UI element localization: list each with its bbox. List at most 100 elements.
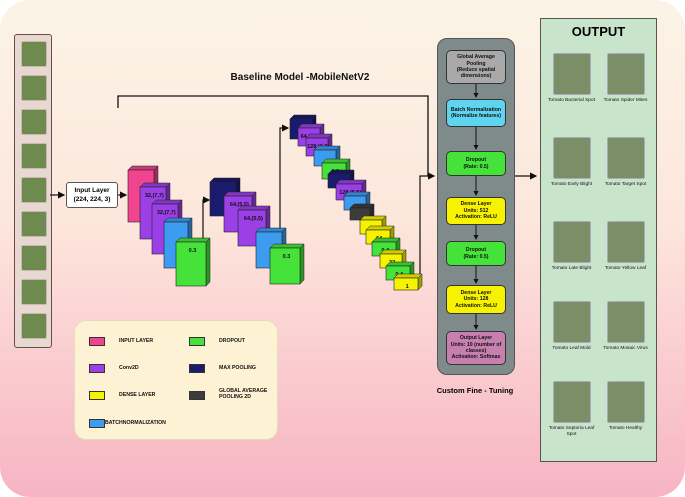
output-class: Tomato Spider Mites — [598, 53, 653, 104]
leaf-image — [21, 177, 47, 203]
legend-swatch-dropout — [189, 337, 205, 346]
output-class-label: Tomato Spider Mites — [603, 98, 648, 103]
output-class-label: Tomato Target Spot — [604, 182, 647, 187]
legend-swatch-maxpool — [189, 364, 205, 373]
layer-label: 64,(5,5) — [244, 216, 263, 222]
ft-line: Dense Layer — [460, 289, 492, 296]
layer-label: 32,(7,7) — [145, 193, 164, 199]
layer-label: 1 — [406, 284, 409, 290]
ft-line: (Rate: 0.5) — [463, 253, 489, 260]
dropout-slab: 0.3 — [269, 243, 305, 285]
legend-label: Conv2D — [119, 365, 139, 371]
ft-line: Dense Layer — [460, 201, 492, 208]
output-class: Tomato Target Spot — [598, 137, 653, 188]
output-class: Tomato Healthy — [598, 381, 653, 432]
leaf-image — [21, 41, 47, 67]
output-class-label: Tomato Early Blight — [550, 182, 593, 187]
leaf-image — [552, 301, 591, 343]
ft-line: (Normalize features) — [451, 113, 501, 119]
leaf-image — [21, 211, 47, 237]
legend: INPUT LAYER DROPOUT Conv2D MAX POOLING D… — [74, 320, 278, 440]
leaf-image — [21, 245, 47, 271]
legend-swatch-gap — [189, 391, 205, 400]
input-layer-shape: (224, 224, 3) — [73, 196, 111, 203]
dropout-box: Dropout (Rate: 0.5) — [446, 151, 506, 176]
ft-line: classes) — [465, 348, 487, 354]
ft-line: Units: 10 (number of — [450, 341, 502, 348]
legend-swatch-conv2d — [89, 364, 105, 373]
ft-line: Dropout — [465, 157, 487, 164]
ft-line: Output Layer — [459, 335, 493, 342]
leaf-image — [606, 221, 645, 263]
ft-line: Activation: ReLU — [455, 302, 497, 309]
output-class: Tomato Late Blight — [544, 221, 599, 272]
ft-line: (Rate: 0.5) — [463, 163, 489, 170]
output-class-label: Tomato Mosaic Virus — [603, 346, 648, 351]
output-class-label: Tomato Late Blight — [551, 266, 592, 271]
leaf-image — [21, 109, 47, 135]
legend-swatch-input — [89, 337, 105, 346]
legend-swatch-dense — [89, 391, 105, 400]
ft-line: Activation: ReLU — [455, 214, 497, 221]
input-layer-title: Input Layer — [74, 187, 110, 194]
global-average-pooling-box: Global Average Pooling (Reduce spatial d… — [446, 50, 506, 84]
output-class: Tomato Yellow Leaf — [598, 221, 653, 272]
output-class-label: Tomato Bacterial Spot — [548, 98, 595, 103]
legend-swatch-batchnorm — [89, 419, 105, 428]
output-class: Tomato Leaf Mold — [544, 301, 599, 352]
output-class-label: Tomato Septoria Leaf Spot — [548, 426, 595, 437]
ft-line: Global Average Pooling — [457, 54, 495, 67]
fine-tuning-arrows — [473, 83, 479, 330]
output-class: Tomato Bacterial Spot — [544, 53, 599, 104]
leaf-image — [606, 137, 645, 179]
output-class: Tomato Mosaic Virus — [598, 301, 653, 352]
ft-line: (Reduce spatial — [456, 67, 496, 73]
arrow-to-fine-tuning — [419, 172, 436, 282]
ft-line: Batch Normalization — [450, 106, 502, 113]
layer-label: 0.3 — [283, 254, 291, 260]
ft-line: dimensions) — [460, 73, 492, 80]
ft-line: Units: 128 — [463, 296, 489, 303]
leaf-image — [552, 381, 591, 423]
ft-line: Activation: Softmax — [451, 354, 501, 361]
baseline-bracket — [117, 95, 429, 176]
ft-line: Units: 512 — [463, 207, 489, 214]
legend-label: BATCHNORMALIZATION — [105, 420, 166, 426]
fine-tuning-panel: Global Average Pooling (Reduce spatial d… — [437, 38, 515, 375]
output-class-label: Tomato Leaf Mold — [552, 346, 591, 351]
layer-label: 32,(7,7) — [157, 210, 176, 216]
leaf-image — [606, 301, 645, 343]
output-class: Tomato Early Blight — [544, 137, 599, 188]
legend-label: DROPOUT — [219, 338, 245, 344]
input-images-column — [14, 34, 52, 348]
dense-layer-512-box: Dense Layer Units: 512 Activation: ReLU — [446, 197, 506, 225]
baseline-model-title: Baseline Model -MobileNetV2 — [230, 72, 370, 83]
leaf-image — [21, 279, 47, 305]
leaf-image — [606, 381, 645, 423]
dense-slab: 1 — [393, 273, 423, 291]
dropout-slab: 0.3 — [175, 237, 211, 287]
leaf-image — [606, 53, 645, 95]
arrow-block1-to-block2 — [202, 196, 211, 240]
leaf-image — [552, 137, 591, 179]
layer-label: 64,(5,5) — [230, 202, 249, 208]
dropout-box-2: Dropout (Rate: 0.5) — [446, 241, 506, 266]
output-class: Tomato Septoria Leaf Spot — [544, 381, 599, 438]
leaf-image — [21, 313, 47, 339]
leaf-image — [21, 143, 47, 169]
fine-tuning-caption: Custom Fine - Tuning — [436, 386, 514, 395]
input-layer-box: Input Layer (224, 224, 3) — [66, 182, 118, 208]
leaf-image — [552, 221, 591, 263]
ft-line: Dropout — [465, 247, 487, 254]
leaf-image — [552, 53, 591, 95]
layer-label: 0.3 — [189, 248, 197, 254]
legend-label: INPUT LAYER — [119, 338, 154, 344]
output-class-label: Tomato Yellow Leaf — [604, 266, 647, 271]
legend-label: MAX POOLING — [219, 365, 256, 371]
legend-label: DENSE LAYER — [119, 392, 156, 398]
dense-layer-128-box: Dense Layer Units: 128 Activation: ReLU — [446, 285, 506, 314]
arrow-block2-to-block3 — [279, 124, 290, 250]
batch-normalization-box: Batch Normalization (Normalize features) — [446, 99, 506, 127]
